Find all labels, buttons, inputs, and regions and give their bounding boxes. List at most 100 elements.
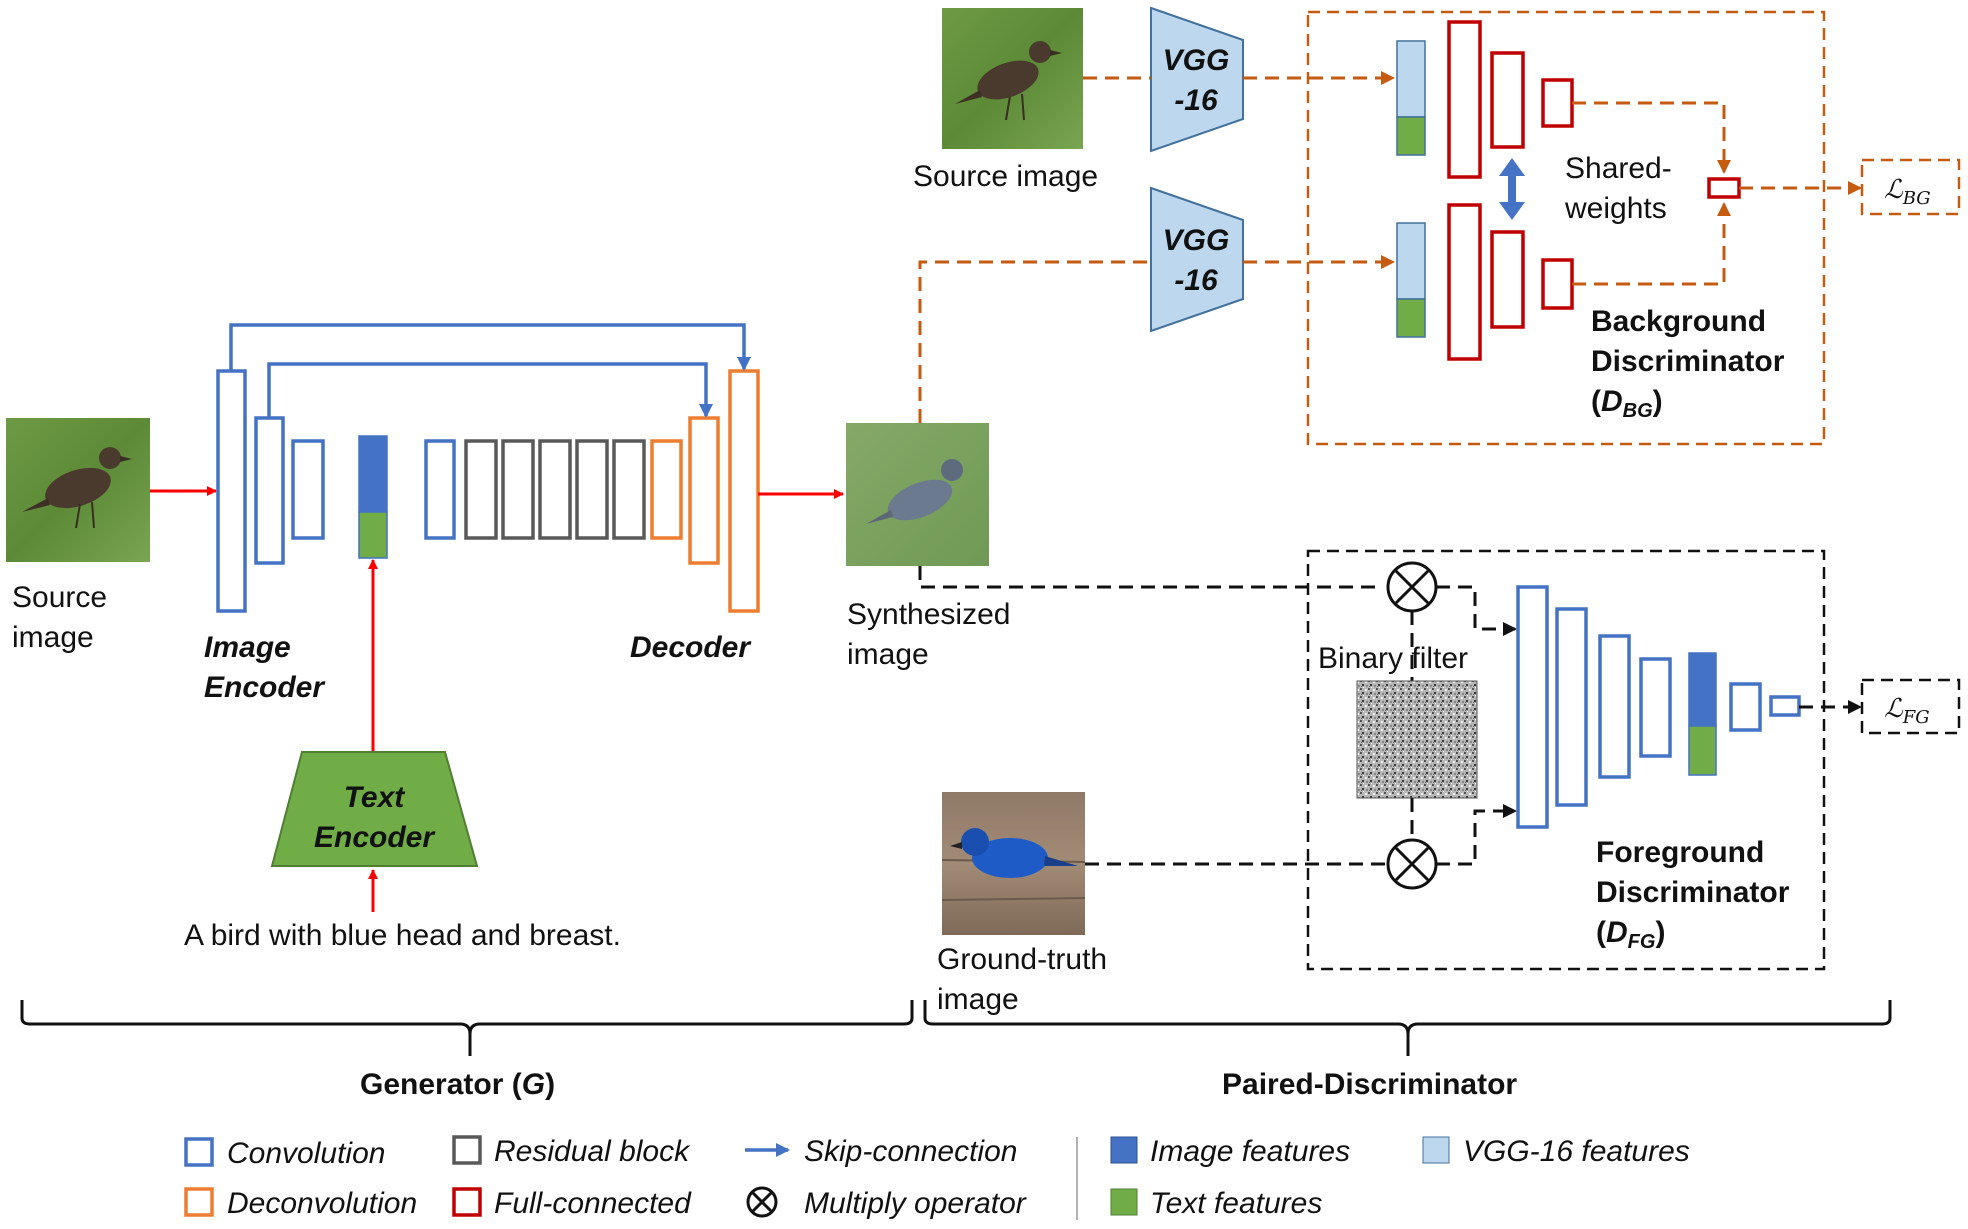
skip-connection-outer bbox=[229, 323, 751, 371]
legend-multiply-icon bbox=[746, 1186, 778, 1218]
image-features-block bbox=[358, 435, 388, 513]
loss-bg-box bbox=[1860, 158, 1961, 216]
vgg16-block-bottom bbox=[1150, 186, 1244, 333]
source-image-left-label-2: image bbox=[12, 621, 94, 654]
text-encoder-label-2: Encoder bbox=[314, 821, 436, 854]
legend-fc-label: Full-connected bbox=[494, 1187, 692, 1220]
bg-merge-node bbox=[1707, 177, 1741, 199]
legend-skip-label: Skip-connection bbox=[804, 1135, 1017, 1168]
vgg16-bottom-label-2: -16 bbox=[1174, 264, 1218, 297]
fg-discriminator-label-2: Discriminator bbox=[1596, 876, 1790, 909]
legend-residual-swatch bbox=[452, 1135, 482, 1165]
fg-conv-2 bbox=[1555, 607, 1588, 807]
legend-multiply-label: Multiply operator bbox=[804, 1187, 1027, 1220]
ground-truth-image bbox=[941, 792, 1086, 935]
loss-fg-label: ℒFG bbox=[1884, 694, 1930, 728]
bg-fc-4 bbox=[1447, 203, 1482, 361]
encoder-conv-2 bbox=[254, 416, 285, 565]
legend-text-features-swatch bbox=[1110, 1188, 1138, 1216]
binary-filter-image bbox=[1356, 680, 1478, 799]
foreground-discriminator-box bbox=[1306, 549, 1826, 971]
bg-discriminator-symbol: (DBG) bbox=[1591, 385, 1663, 422]
encoder-conv-1 bbox=[216, 369, 247, 613]
fg-conv-5 bbox=[1729, 682, 1762, 732]
multiply-top-icon bbox=[1386, 561, 1438, 613]
legend-text-features-label: Text features bbox=[1150, 1187, 1322, 1220]
image-encoder-label-2: Encoder bbox=[204, 671, 326, 704]
loss-bg-label: ℒBG bbox=[1884, 175, 1931, 209]
middle-conv bbox=[424, 439, 456, 540]
fg-discriminator-label-1: Foreground bbox=[1596, 836, 1764, 869]
caption-text: A bird with blue head and breast. bbox=[184, 919, 621, 952]
bg-discriminator-label-2: Discriminator bbox=[1591, 345, 1785, 378]
legend-image-features-swatch bbox=[1110, 1136, 1138, 1164]
vgg16-top-label-1: VGG bbox=[1163, 44, 1230, 77]
background-discriminator-box bbox=[1306, 10, 1826, 446]
bg-discriminator-label-1: Background bbox=[1591, 305, 1766, 338]
fg-conv-1 bbox=[1516, 585, 1549, 829]
bg-fc-1 bbox=[1447, 20, 1482, 179]
synth-to-multiply-line bbox=[918, 566, 1383, 589]
legend-residual-label: Residual block bbox=[494, 1135, 691, 1168]
binary-filter-label: Binary filter bbox=[1318, 642, 1468, 675]
skip-connection-inner bbox=[267, 362, 713, 418]
legend: Convolution Deconvolution Residual block… bbox=[184, 1135, 1690, 1220]
source-image-top bbox=[942, 8, 1083, 149]
text-features-block bbox=[358, 511, 388, 559]
residual-block-3 bbox=[538, 439, 572, 540]
decoder-deconv-2 bbox=[688, 416, 720, 565]
source-image-left-label-1: Source bbox=[12, 581, 107, 614]
synthesized-image bbox=[846, 423, 989, 566]
fg-discriminator-symbol: (DFG) bbox=[1596, 916, 1665, 953]
text-encoder-block bbox=[270, 751, 479, 867]
bg-merge-bottom-arrow bbox=[1572, 202, 1731, 286]
legend-vgg-features-label: VGG-16 features bbox=[1463, 1135, 1690, 1168]
paired-discriminator-brace bbox=[923, 1000, 1892, 1056]
decoder-deconv-3 bbox=[728, 369, 760, 613]
encoder-conv-3 bbox=[291, 439, 325, 540]
decoder-deconv-1 bbox=[650, 439, 683, 540]
bg-fc-5 bbox=[1490, 230, 1525, 329]
text-features-top bbox=[1396, 116, 1426, 156]
bg-merge-top-arrow bbox=[1572, 101, 1731, 174]
multiply-bottom-to-fg-arrow bbox=[1436, 804, 1517, 866]
bg-fc-6 bbox=[1541, 258, 1574, 310]
fg-conv-4 bbox=[1639, 657, 1672, 758]
decoder-label: Decoder bbox=[630, 631, 752, 664]
source-image-top-label: Source image bbox=[913, 160, 1098, 193]
text-features-bottom bbox=[1396, 298, 1426, 338]
fg-text-features bbox=[1688, 725, 1717, 776]
vgg-features-bottom bbox=[1396, 222, 1426, 300]
residual-block-1 bbox=[464, 439, 498, 540]
generator-brace bbox=[20, 1000, 914, 1056]
generator-label: Generator (G) bbox=[360, 1068, 555, 1101]
synthesized-label-1: Synthesized bbox=[847, 598, 1010, 631]
text-encoder-label-1: Text bbox=[344, 781, 407, 814]
residual-block-5 bbox=[612, 439, 646, 540]
image-encoder-label-1: Image bbox=[204, 631, 291, 664]
bg-fc-2 bbox=[1490, 51, 1525, 149]
fg-conv-6 bbox=[1769, 695, 1801, 717]
ground-truth-label-2: image bbox=[937, 983, 1019, 1016]
legend-vgg-features-swatch bbox=[1422, 1136, 1450, 1164]
vgg16-bottom-label-1: VGG bbox=[1163, 224, 1230, 257]
synthesized-label-2: image bbox=[847, 638, 929, 671]
fg-image-features bbox=[1688, 652, 1717, 727]
paired-discriminator-label: Paired-Discriminator bbox=[1222, 1068, 1517, 1101]
legend-convolution-label: Convolution bbox=[227, 1137, 385, 1170]
ground-truth-label-1: Ground-truth bbox=[937, 943, 1107, 976]
loss-fg-box bbox=[1860, 678, 1961, 735]
legend-image-features-label: Image features bbox=[1150, 1135, 1350, 1168]
fg-conv-3 bbox=[1598, 634, 1631, 779]
vgg-features-top bbox=[1396, 40, 1426, 118]
shared-weights-label-1: Shared- bbox=[1565, 152, 1672, 185]
residual-block-4 bbox=[575, 439, 609, 540]
multiply-top-to-fg-arrow bbox=[1436, 585, 1517, 636]
legend-deconvolution-label: Deconvolution bbox=[227, 1187, 417, 1220]
multiply-bottom-icon bbox=[1386, 838, 1438, 890]
legend-deconvolution-swatch bbox=[184, 1187, 214, 1217]
shared-weights-label-2: weights bbox=[1564, 192, 1667, 225]
legend-fc-swatch bbox=[452, 1187, 482, 1217]
synth-to-vgg-line bbox=[918, 260, 1151, 423]
